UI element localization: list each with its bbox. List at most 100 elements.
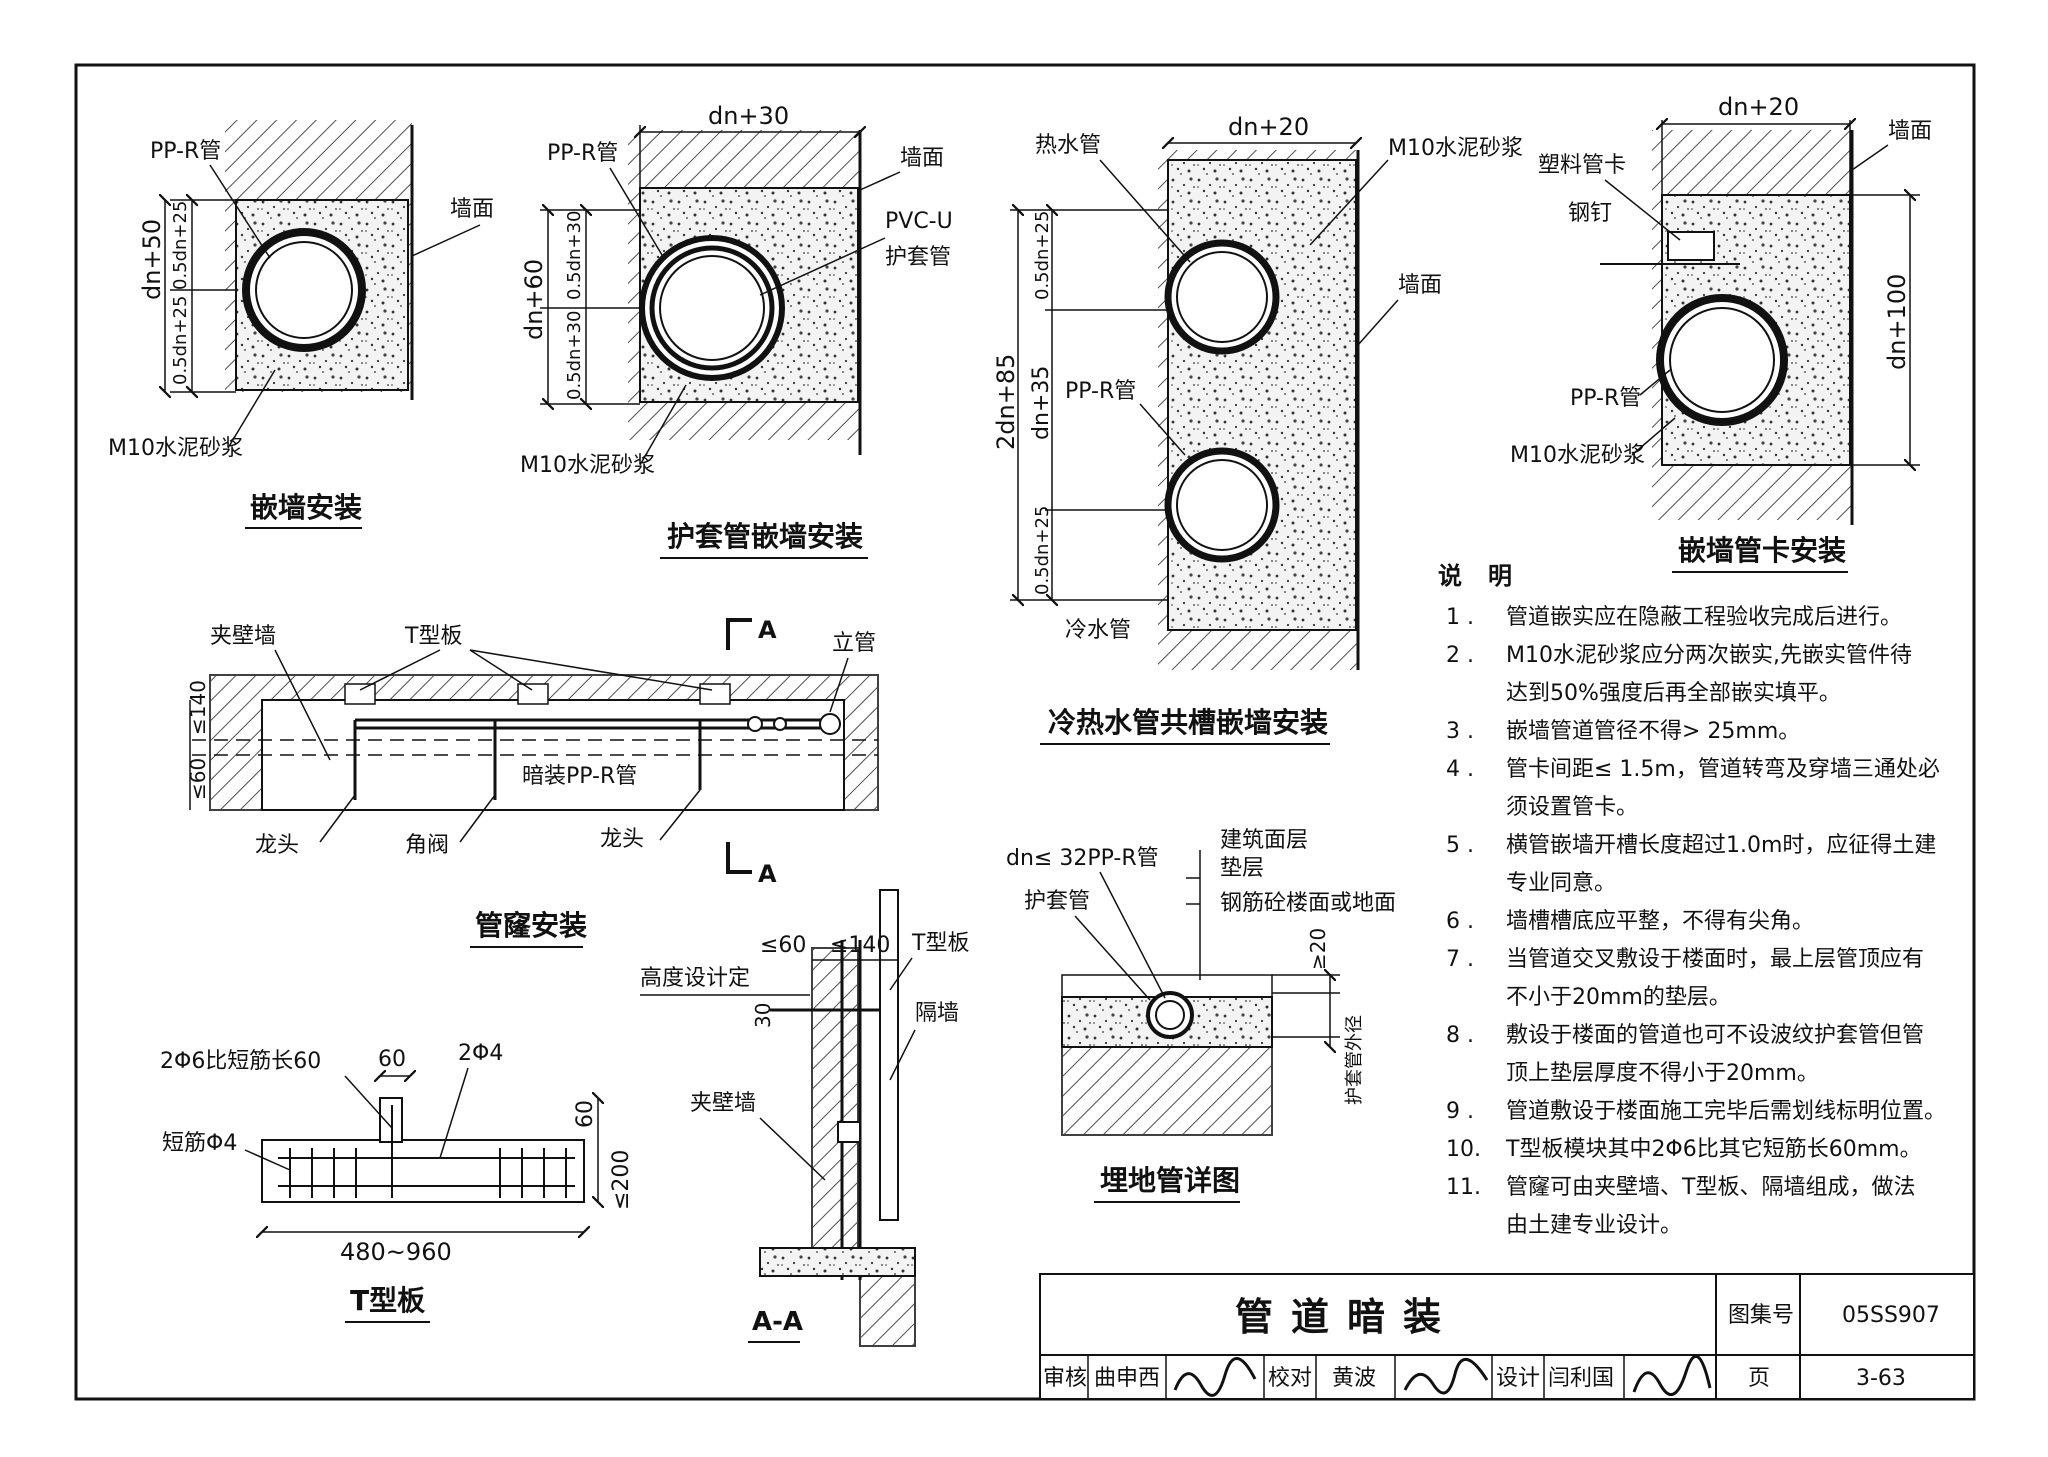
label-hidden-pipe: 暗装PP-R管 — [522, 764, 637, 789]
dim-total: dn+60 — [520, 259, 548, 340]
note-text: 当管道交叉敷设于楼面时，最上层管顶应有 — [1506, 947, 1925, 972]
note-item: 5 . 横管嵌墙开槽长度超过1.0m时，应征得土建 — [1438, 827, 1998, 865]
label-tap-a: 龙头 — [255, 833, 299, 858]
note-item: 由土建专业设计。 — [1438, 1207, 1998, 1245]
note-text: 不小于20mm的垫层。 — [1506, 985, 1731, 1010]
label-sleeve-a: PVC-U — [885, 209, 953, 234]
detail-section-aa: ≤60 ≤140 30 高度设计定 T型板 隔墙 夹壁墙 A-A — [640, 889, 969, 1347]
dim-b: 0.5dn+25 — [170, 296, 191, 385]
label-sleeve-b: 护套管 — [885, 245, 951, 270]
label-wall: 夹壁墙 — [210, 624, 276, 649]
design-name: 闫利国 — [1548, 1366, 1614, 1391]
label-tplate: T型板 — [404, 624, 462, 649]
label-mortar: M10水泥砂浆 — [1388, 136, 1523, 161]
check-label: 校对 — [1268, 1366, 1312, 1391]
label-partition: 隔墙 — [915, 1001, 959, 1026]
note-item: 7 .当管道交叉敷设于楼面时，最上层管顶应有 — [1438, 941, 1998, 979]
note-item: 9 .管道敷设于楼面施工完毕后需划线标明位置。 — [1438, 1093, 1998, 1131]
label-wall: 夹壁墙 — [690, 1091, 756, 1116]
dim-a: 0.5dn+25 — [1032, 211, 1053, 300]
title-d3: 冷热水管共槽嵌墙安装 — [1048, 706, 1328, 739]
note-number — [1438, 865, 1506, 903]
note-number: 6 . — [1446, 909, 1474, 934]
note-item: 不小于20mm的垫层。 — [1438, 979, 1998, 1017]
dim-height: 60 — [573, 1100, 598, 1128]
note-text: 管道嵌实应在隐蔽工程验收完成后进行。 — [1506, 605, 1903, 630]
note-item: 1 .管道嵌实应在隐蔽工程验收完成后进行。 — [1438, 599, 1998, 637]
label-pipe: dn≤ 32PP-R管 — [1006, 846, 1159, 871]
label-layer1: 建筑面层 — [1220, 828, 1308, 853]
label-pipe: PP-R管 — [150, 139, 221, 164]
page-no: 3-63 — [1856, 1366, 1906, 1391]
detail-hot-cold-embed: dn+20 2dn+85 0.5dn+25 dn+35 0.5dn+25 热水管… — [992, 113, 1523, 745]
design-signature — [1632, 1354, 1712, 1396]
notes-list: 1 .管道嵌实应在隐蔽工程验收完成后进行。2 .M10水泥砂浆应分两次嵌实,先嵌… — [1438, 599, 1998, 1245]
label-mortar: M10水泥砂浆 — [1510, 443, 1645, 468]
dim-a: 0.5dn+30 — [564, 211, 585, 300]
detail-t-plate: 480~960 60 60 ≤200 2Φ6比短筋长60 2Φ4 短筋Φ4 T型… — [160, 1041, 634, 1323]
sheet-title: 管道暗装 — [1235, 1295, 1459, 1339]
check-name: 黄波 — [1332, 1366, 1376, 1391]
label-bar: 2Φ4 — [458, 1041, 503, 1066]
note-item: 6 . 墙槽槽底应平整，不得有尖角。 — [1438, 903, 1998, 941]
label-mortar: M10水泥砂浆 — [520, 453, 655, 478]
dim-a: 0.5dn+25 — [170, 201, 191, 290]
note-text: 须设置管卡。 — [1506, 795, 1639, 820]
dim-width: dn+20 — [1228, 113, 1309, 141]
title-d6: T型板 — [350, 1284, 425, 1317]
note-item: 2 .M10水泥砂浆应分两次嵌实,先嵌实管件待 — [1438, 637, 1998, 675]
label-pipe: PP-R管 — [547, 141, 618, 166]
note-item: 4 . 管卡间距≤ 1.5m，管道转弯及穿墙三通处必 — [1438, 751, 1998, 789]
detail-buried-pipe: ≥20 护套管外径 dn≤ 32PP-R管 护套管 建筑面层 垫层 钢筋砼楼面或… — [1006, 828, 1396, 1203]
review-name: 曲申西 — [1094, 1366, 1160, 1391]
dim-b: 0.5dn+30 — [564, 311, 585, 400]
note-item: 3 .嵌墙管道管径不得> 25mm。 — [1438, 713, 1998, 751]
review-label: 审核 — [1043, 1366, 1087, 1391]
note-text: 横管嵌墙开槽长度超过1.0m时，应征得土建 — [1506, 833, 1937, 858]
label-valve: 角阀 — [405, 833, 449, 858]
notes-panel: 说明 1 .管道嵌实应在隐蔽工程验收完成后进行。2 .M10水泥砂浆应分两次嵌实… — [1438, 556, 1998, 1245]
note-number: 4 . — [1446, 757, 1474, 782]
section-mark-bottom: A — [758, 860, 777, 888]
dim-len: 480~960 — [340, 1238, 452, 1266]
note-number: 5 . — [1446, 833, 1474, 858]
label-wall: 墙面 — [900, 146, 944, 171]
note-text: 管卡间距≤ 1.5m，管道转弯及穿墙三通处必 — [1506, 757, 1940, 782]
label-sleeve: 护套管 — [1024, 889, 1090, 914]
label-tplate: T型板 — [911, 931, 969, 956]
note-number: 3 . — [1446, 719, 1474, 744]
note-text: 墙槽槽底应平整，不得有尖角。 — [1506, 909, 1815, 934]
label-hot: 热水管 — [1035, 133, 1101, 158]
notes-heading: 说明 — [1438, 562, 1538, 590]
dim-b: ≤140 — [830, 933, 890, 958]
note-text: T型板模块其中2Φ6比其它短筋长60mm。 — [1506, 1137, 1922, 1162]
title-d2: 护套管嵌墙安装 — [667, 520, 863, 553]
note-text: 管窿可由夹壁墙、T型板、隔墙组成，做法 — [1506, 1175, 1916, 1200]
title-d5: 管窿安装 — [475, 909, 587, 942]
note-text: 敷设于楼面的管道也可不设波纹护套管但管 — [1506, 1023, 1925, 1048]
dim-width: dn+30 — [708, 102, 789, 130]
dim-height: dn+100 — [1883, 274, 1911, 370]
label-tap-b: 龙头 — [600, 827, 644, 852]
title-d4: 嵌墙管卡安装 — [1678, 534, 1846, 567]
note-text: 顶上垫层厚度不得小于20mm。 — [1506, 1061, 1819, 1086]
note-number: 10. — [1446, 1137, 1481, 1162]
design-label: 设计 — [1496, 1366, 1540, 1391]
dim-b: 0.5dn+25 — [1032, 506, 1053, 595]
note-text: 专业同意。 — [1506, 871, 1617, 896]
note-number — [1438, 1055, 1506, 1093]
dim-b: ≤60 — [186, 758, 210, 800]
dim-depth: ≤200 — [609, 1150, 634, 1210]
dim-a: ≥20 — [1306, 928, 1330, 970]
dim-mid: dn+35 — [1029, 366, 1054, 440]
note-item: 8 .敷设于楼面的管道也可不设波纹护套管但管 — [1438, 1017, 1998, 1055]
note-item: 11.管窿可由夹壁墙、T型板、隔墙组成，做法 — [1438, 1169, 1998, 1207]
title-d7: A-A — [752, 1307, 803, 1337]
label-pipe: PP-R管 — [1065, 379, 1136, 404]
label-mortar: M10水泥砂浆 — [108, 436, 243, 461]
note-item: 须设置管卡。 — [1438, 789, 1998, 827]
dim-b: 护套管外径 — [1344, 1015, 1365, 1105]
label-riser: 立管 — [832, 631, 876, 656]
label-cold: 冷水管 — [1065, 618, 1131, 643]
